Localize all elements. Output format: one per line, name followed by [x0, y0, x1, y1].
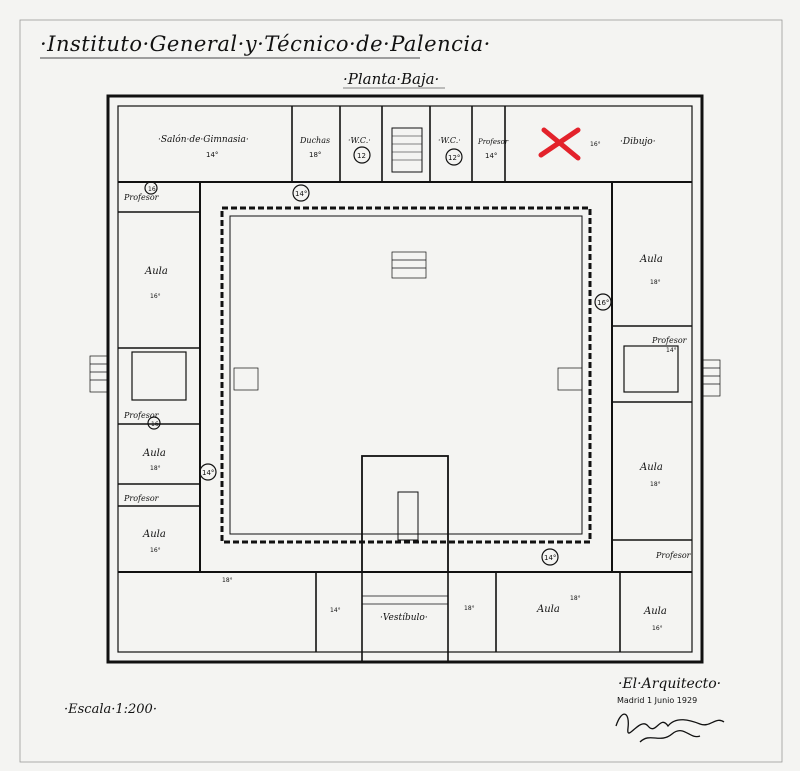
temp-profesor-e1: 14°	[666, 347, 677, 354]
room-wc2-label: ·W.C.·	[438, 136, 461, 145]
exterior-stairs	[89, 251, 721, 397]
temp-gym: 14°	[206, 151, 218, 159]
temp-aula-s2: 16°	[652, 625, 663, 632]
room-aula-e2-label: Aula	[639, 462, 663, 473]
room-aula-s2-label: Aula	[643, 606, 667, 617]
temp-wc: 12	[357, 152, 366, 160]
room-profesor-e2-label: Profesor	[655, 551, 692, 560]
south-rooms	[315, 455, 621, 662]
temp-corridor-s: 14°	[544, 554, 556, 562]
architect-label: ·El·Arquitecto·	[618, 676, 722, 692]
architect-signature	[615, 713, 725, 743]
temp-circle-w2: 16	[151, 421, 159, 428]
room-gym-label: ·Salón·de·Gimnasia·	[158, 134, 249, 145]
room-drawing-label: ·Dibujo·	[620, 137, 656, 147]
temp-corridor-w: 14°	[202, 469, 214, 477]
room-wc-label: ·W.C.·	[348, 136, 371, 145]
west-rooms	[118, 211, 200, 507]
room-profesor-top-label: Profesor	[477, 138, 509, 146]
temp-aula-e1: 18°	[650, 279, 661, 286]
temp-aula-w1: 16°	[150, 293, 161, 300]
plan-title: ·Instituto·General·y·Técnico·de·Palencia…	[40, 32, 491, 56]
room-vestibule-label: ·Vestíbulo·	[380, 612, 428, 623]
plan-subtitle: ·Planta·Baja·	[343, 70, 440, 88]
temp-profesor-top: 14°	[485, 152, 497, 160]
temp-aula-w3: 16°	[150, 547, 161, 554]
temp-corridor-e: 16°	[597, 299, 609, 307]
room-profesor-e1-label: Profesor	[651, 336, 688, 345]
temp-drawing: 16°	[590, 141, 601, 148]
room-aula-w2-label: Aula	[142, 448, 166, 459]
sheet-border	[19, 19, 783, 763]
room-profesor-w2-label: Profesor	[123, 411, 160, 420]
temp-showers: 18°	[309, 151, 321, 159]
temp-aula-s1: 18°	[570, 595, 581, 602]
room-aula-s1-label: Aula	[536, 604, 560, 615]
room-profesor-w3-label: Profesor	[123, 494, 160, 503]
corridor-walls	[118, 181, 692, 573]
red-x-annotation	[538, 127, 581, 161]
temp-aula-w2: 18°	[150, 465, 161, 472]
temp-wc2-circle: 12°	[448, 154, 460, 162]
temp-circle-nw: 16	[148, 186, 156, 193]
plan-scale: ·Escala·1:200·	[64, 702, 157, 717]
temp-sw-room: 18°	[222, 577, 233, 584]
temp-south-hall: 18°	[464, 605, 475, 612]
temp-corridor-n: 14°	[295, 190, 307, 198]
plan-date: Madrid 1 Junio 1929	[617, 696, 698, 705]
room-showers-label: Duchas	[299, 136, 330, 145]
room-aula-w1-label: Aula	[144, 266, 168, 277]
room-aula-e1-label: Aula	[639, 254, 663, 265]
north-rooms	[291, 106, 506, 182]
temp-south-corridor: 14°	[330, 607, 341, 614]
temp-aula-e2: 18°	[650, 481, 661, 488]
room-profesor-nw-label: Profesor	[123, 193, 160, 202]
temperature-circles	[144, 146, 612, 566]
east-rooms	[612, 325, 692, 541]
room-aula-w3-label: Aula	[142, 529, 166, 540]
